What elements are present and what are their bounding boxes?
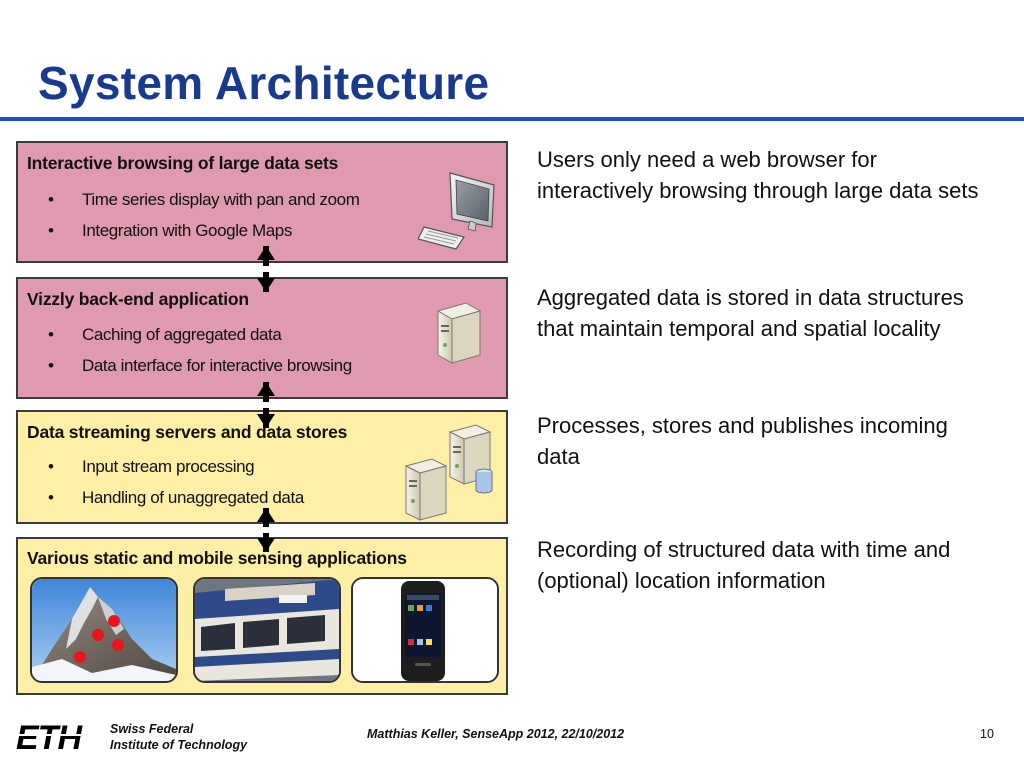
- layer-vizzly-backend: Vizzly back-end application •Caching of …: [16, 277, 508, 399]
- description-sensing: Recording of structured data with time a…: [537, 537, 951, 593]
- bullet-item: •Handling of unaggregated data: [48, 488, 304, 507]
- layer-title: Vizzly back-end application: [27, 289, 249, 309]
- bullet-item: •Caching of aggregated data: [48, 325, 282, 344]
- bullet-list: •Time series display with pan and zoom •…: [48, 184, 360, 246]
- mountain-sensor-photo: [30, 577, 178, 683]
- layer-title: Interactive browsing of large data sets: [27, 153, 339, 173]
- bullet-item: •Integration with Google Maps: [48, 221, 292, 240]
- layer-title: Data streaming servers and data stores: [27, 422, 348, 442]
- footer-institution: Swiss Federal Institute of Technology: [110, 722, 248, 752]
- bullet-list: •Input stream processing •Handling of un…: [48, 451, 304, 513]
- layer-title: Various static and mobile sensing applic…: [27, 548, 407, 568]
- tram-photo: [193, 577, 341, 683]
- eth-logo: ETH: [16, 722, 102, 752]
- bullet-item: •Data interface for interactive browsing: [48, 356, 352, 375]
- page-number: 10: [980, 727, 994, 741]
- server-icon: [436, 302, 482, 364]
- description-streaming: Processes, stores and publishes incoming…: [537, 413, 948, 469]
- bullet-item: •Time series display with pan and zoom: [48, 190, 360, 209]
- connector-arrow: [257, 382, 275, 428]
- connector-arrow: [257, 508, 275, 552]
- smartphone-photo: [351, 577, 499, 683]
- slide-title: System Architecture: [38, 57, 490, 109]
- bullet-list: •Caching of aggregated data •Data interf…: [48, 319, 352, 381]
- server-database-icon: [404, 424, 493, 521]
- layer-sensing-applications: Various static and mobile sensing applic…: [16, 537, 508, 695]
- layer-interactive-browsing: Interactive browsing of large data sets …: [16, 141, 508, 263]
- svg-text:ETH: ETH: [16, 722, 83, 752]
- description-backend: Aggregated data is stored in data struct…: [537, 285, 964, 341]
- bullet-item: •Input stream processing: [48, 457, 255, 476]
- footer-author: Matthias Keller, SenseApp 2012, 22/10/20…: [367, 727, 625, 741]
- title-rule: [0, 117, 1024, 121]
- connector-arrow: [257, 246, 275, 292]
- desktop-computer-icon: [418, 172, 495, 250]
- description-browsing: Users only need a web browser for intera…: [537, 147, 979, 203]
